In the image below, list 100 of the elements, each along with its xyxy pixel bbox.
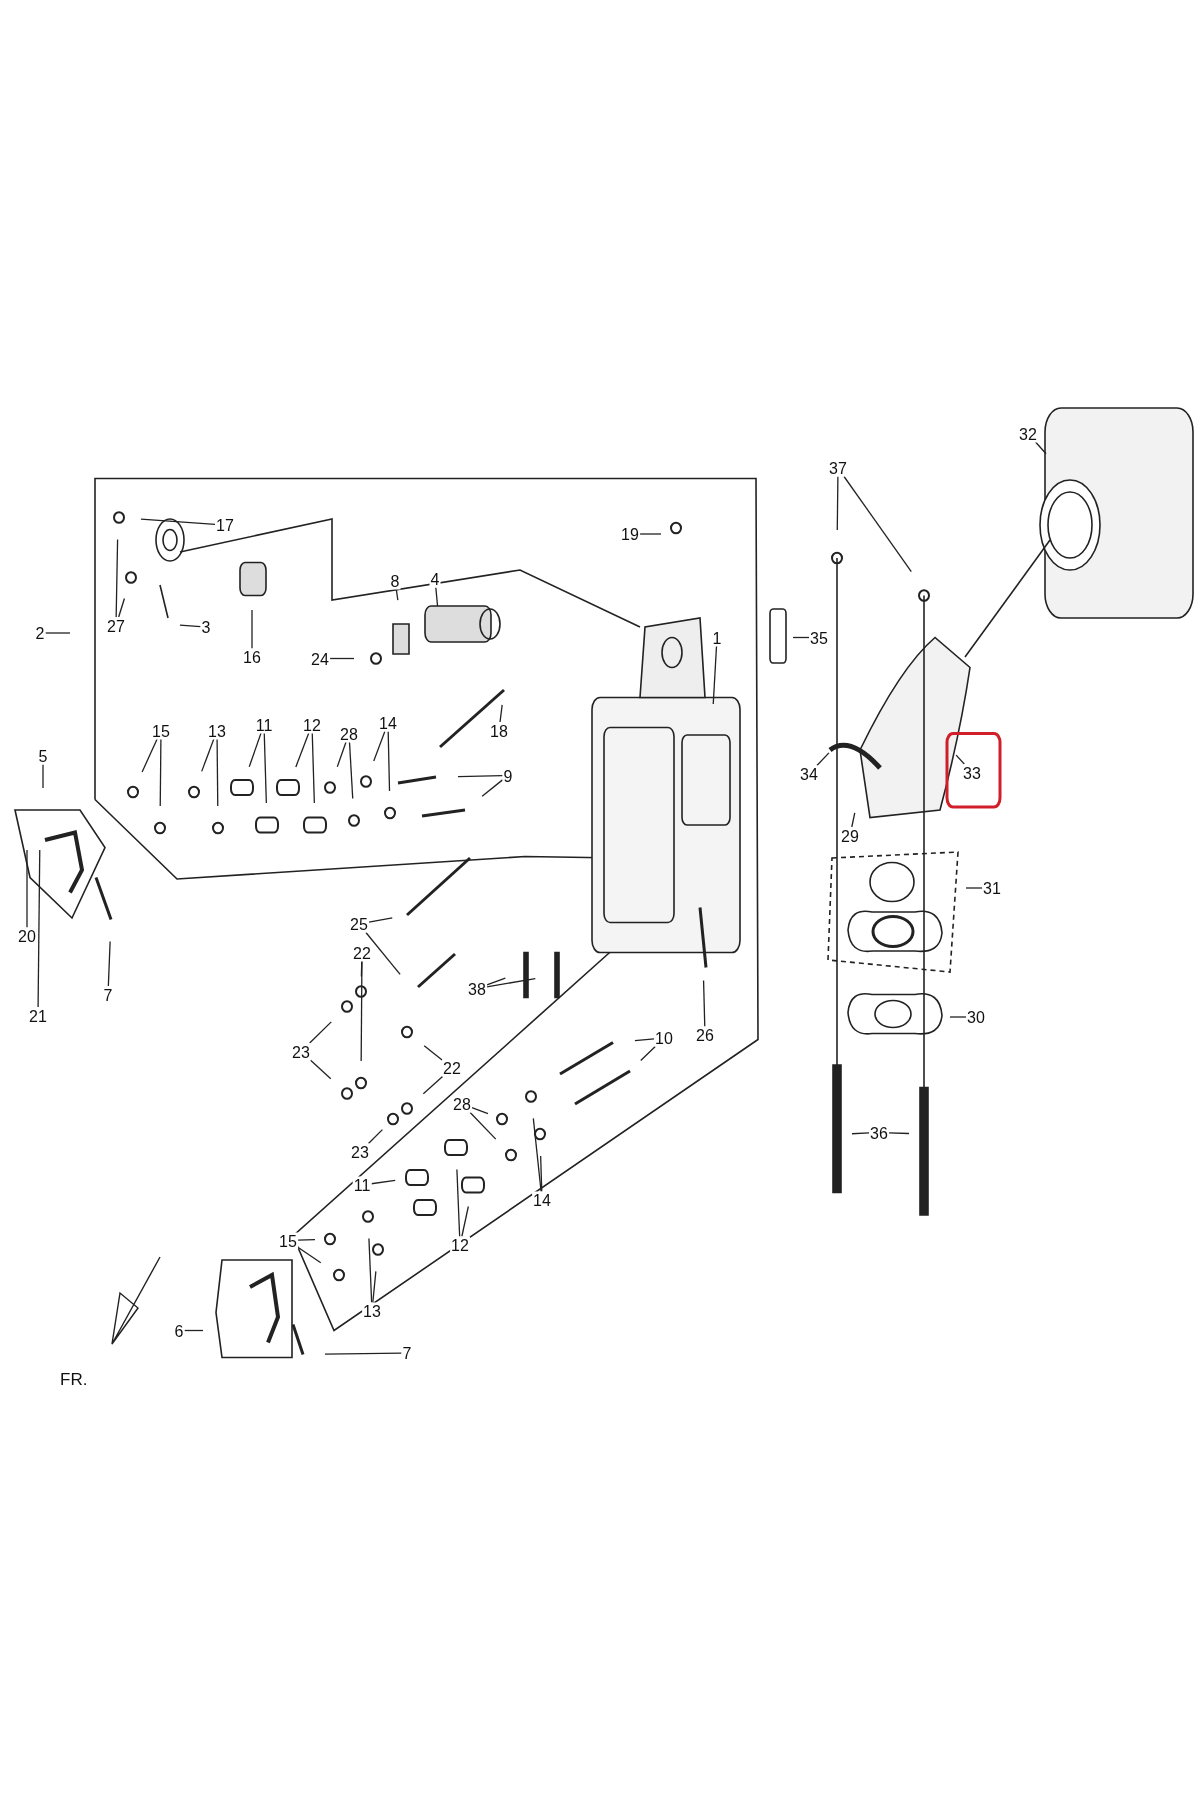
callout-number: 35 bbox=[809, 629, 829, 646]
leader-line bbox=[640, 1045, 656, 1062]
leader-line bbox=[486, 977, 506, 986]
leader-line bbox=[118, 597, 126, 618]
leader-line bbox=[435, 586, 439, 607]
leader-line bbox=[159, 738, 162, 807]
callout-number: 2 bbox=[34, 624, 46, 642]
leader-line bbox=[248, 732, 262, 768]
leader-line bbox=[702, 979, 706, 1028]
callout-number: 37 bbox=[828, 459, 848, 477]
leader-line bbox=[360, 960, 363, 1062]
leader-line bbox=[367, 1128, 384, 1145]
callout-number: 32 bbox=[1018, 425, 1038, 442]
leader-line bbox=[486, 978, 536, 988]
leader-line bbox=[365, 931, 401, 976]
callout-number: 15 bbox=[151, 722, 171, 739]
leader-line bbox=[201, 738, 215, 773]
leader-line bbox=[141, 738, 158, 773]
callout-number: 38 bbox=[467, 980, 487, 997]
leader-line bbox=[469, 1111, 497, 1140]
callout-number: 30 bbox=[966, 1008, 986, 1026]
callout-number: 7 bbox=[401, 1344, 413, 1362]
callout-number: 23 bbox=[350, 1143, 370, 1161]
leader-line bbox=[107, 940, 111, 987]
callout-number: 20 bbox=[17, 927, 37, 945]
callout-number: 13 bbox=[362, 1302, 382, 1320]
leader-line bbox=[540, 1155, 543, 1193]
leader-line bbox=[44, 632, 71, 634]
callout-number: 5 bbox=[37, 747, 49, 765]
callout-number: 24 bbox=[310, 650, 330, 667]
callout-number: 9 bbox=[502, 767, 514, 784]
leader-line bbox=[295, 732, 310, 768]
callout-number: 17 bbox=[215, 516, 235, 534]
leader-line bbox=[263, 732, 267, 804]
callout-number: 1 bbox=[711, 629, 723, 646]
leader-line bbox=[888, 1132, 910, 1135]
leader-line bbox=[1034, 441, 1047, 455]
leader-line bbox=[251, 609, 253, 650]
leader-line bbox=[324, 1352, 403, 1355]
callout-number: 10 bbox=[654, 1029, 674, 1047]
callout-number: 12 bbox=[450, 1236, 470, 1254]
callout-number: 3 bbox=[200, 618, 212, 636]
leader-line bbox=[37, 849, 41, 1008]
callout-number: 8 bbox=[389, 572, 401, 589]
leader-line bbox=[422, 1075, 444, 1095]
leader-line bbox=[639, 533, 662, 535]
leader-line bbox=[712, 645, 718, 705]
leader-line bbox=[372, 1270, 377, 1304]
callout-number: 16 bbox=[242, 648, 262, 666]
leader-line bbox=[115, 538, 119, 618]
leader-line bbox=[634, 1038, 655, 1042]
leader-line bbox=[461, 1205, 469, 1238]
callout-number: 25 bbox=[349, 915, 369, 933]
callout-number: 21 bbox=[28, 1007, 48, 1024]
callout-number: 7 bbox=[102, 986, 114, 1003]
direction-label: FR. bbox=[60, 1369, 88, 1390]
leader-line bbox=[423, 1045, 443, 1061]
leader-line bbox=[309, 1059, 332, 1080]
leader-line bbox=[42, 763, 44, 789]
callout-number: 11 bbox=[254, 716, 274, 733]
callout-number: 26 bbox=[695, 1026, 715, 1044]
callout-number: 15 bbox=[278, 1232, 298, 1249]
leader-line bbox=[311, 732, 315, 804]
leader-line bbox=[457, 774, 504, 778]
leader-line bbox=[843, 475, 912, 573]
callout-number: 31 bbox=[982, 879, 1002, 897]
leader-line bbox=[297, 1246, 322, 1264]
callout-number: 19 bbox=[620, 525, 640, 543]
callout-number: 36 bbox=[869, 1124, 889, 1141]
callout-number: 14 bbox=[378, 714, 398, 732]
leader-line bbox=[387, 730, 391, 792]
leader-line bbox=[140, 518, 216, 525]
callout-number: 22 bbox=[352, 944, 372, 961]
leader-line bbox=[456, 1168, 461, 1238]
callout-number: 12 bbox=[302, 716, 322, 733]
callout-number: 13 bbox=[207, 722, 227, 739]
leader-line bbox=[949, 1016, 967, 1018]
leader-line bbox=[26, 849, 28, 929]
leader-line bbox=[336, 741, 347, 768]
leader-line bbox=[368, 1237, 373, 1304]
callout-number: 29 bbox=[840, 827, 860, 844]
leader-line bbox=[373, 730, 386, 762]
callout-number: 6 bbox=[173, 1322, 185, 1339]
leader-line bbox=[851, 1132, 870, 1135]
callout-number: 27 bbox=[106, 617, 126, 634]
callout-number: 14 bbox=[532, 1191, 552, 1209]
callout-number: 33 bbox=[962, 764, 982, 781]
leader-line bbox=[481, 779, 504, 797]
leader-line bbox=[368, 917, 393, 923]
callout-number: 34 bbox=[799, 765, 819, 783]
leader-line bbox=[183, 1329, 204, 1332]
callout-number: 22 bbox=[442, 1059, 462, 1077]
leader-line bbox=[792, 636, 810, 639]
callout-number: 4 bbox=[429, 570, 441, 588]
leader-line bbox=[851, 812, 856, 828]
leader-line bbox=[836, 475, 839, 531]
callout-number: 23 bbox=[291, 1043, 311, 1060]
leader-line bbox=[329, 657, 355, 660]
leader-line bbox=[309, 1021, 332, 1044]
callout-number: 28 bbox=[339, 725, 359, 742]
